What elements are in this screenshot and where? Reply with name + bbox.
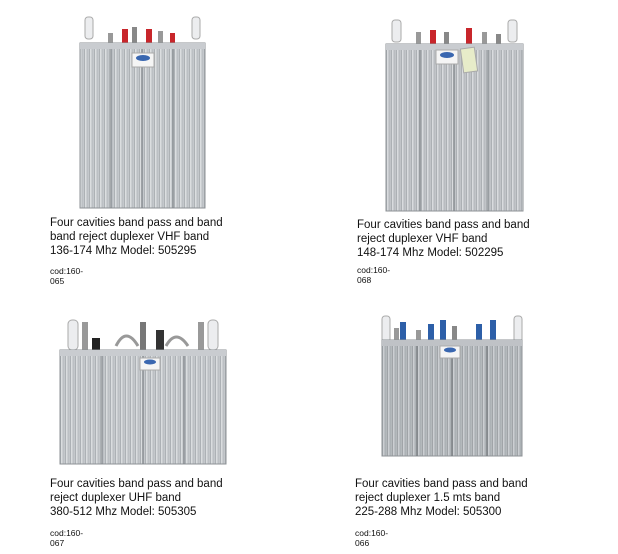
product-description-3: Four cavities band pass and band reject … [50,478,223,518]
product-photo-4 [378,312,526,458]
product-photo-1 [70,15,215,210]
product-photo-3 [56,316,230,466]
product-code-4: cod:160-066 [355,528,389,548]
product-description-4: Four cavities band pass and band reject … [355,478,528,518]
product-description-1: Four cavities band pass and band band re… [50,217,223,257]
product-code-2: cod:160-068 [357,265,391,285]
product-photo-2 [382,18,527,213]
product-description-2: Four cavities band pass and band reject … [357,219,530,259]
product-code-3: cod:160-067 [50,528,84,548]
product-code-1: cod:160-065 [50,266,84,286]
